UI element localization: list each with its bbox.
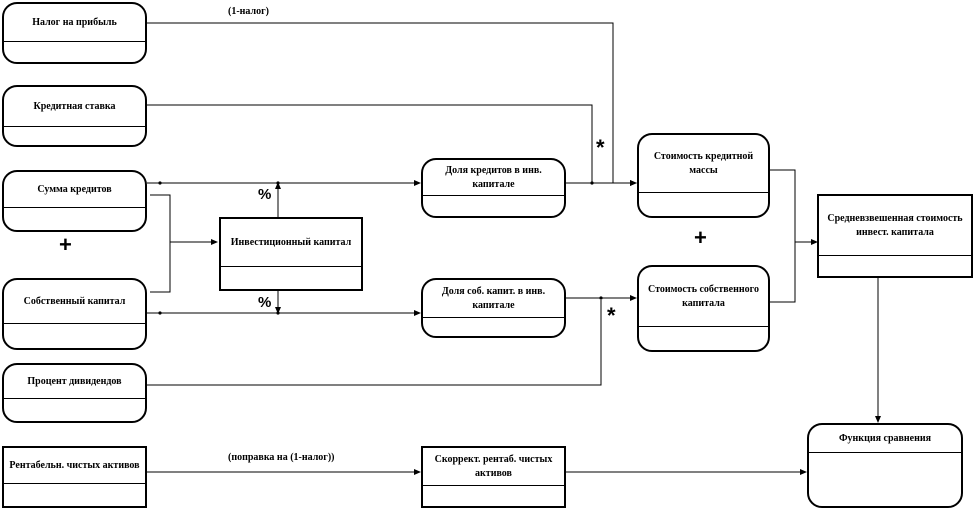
edge-sum-collect (150, 194, 171, 293)
percent-operator: % (258, 294, 272, 311)
node-credit-cost-label: Стоимость кредитной массы (639, 135, 768, 193)
node-profit-tax[interactable]: Налог на прибыль (2, 2, 147, 64)
junction-dot (599, 296, 603, 300)
node-credit-share-label: Доля кредитов в инв. капитале (423, 160, 564, 196)
node-credit-sum[interactable]: Сумма кредитов (2, 170, 147, 232)
node-adjusted-return[interactable]: Скоррект. рентаб. чистых активов (421, 446, 566, 508)
node-wacc[interactable]: Средневзвешенная стоимость инвест. капит… (817, 194, 973, 278)
node-credit-cost[interactable]: Стоимость кредитной массы (637, 133, 770, 218)
junction-dot (276, 181, 280, 185)
node-credit-rate[interactable]: Кредитная ставка (2, 85, 147, 147)
percent-operator: % (258, 186, 272, 203)
plus-operator: + (59, 232, 72, 257)
node-credit-share[interactable]: Доля кредитов в инв. капитале (421, 158, 566, 218)
node-own-share[interactable]: Доля соб. капит. в инв. капитале (421, 278, 566, 338)
node-compare-fn-label: Функция сравнения (809, 425, 961, 453)
node-dividend-pct-label: Процент дивидендов (4, 365, 145, 399)
node-compare-fn[interactable]: Функция сравнения (807, 423, 963, 508)
plus-operator: + (694, 225, 707, 250)
node-own-capital[interactable]: Собственный капитал (2, 278, 147, 350)
node-credit-rate-label: Кредитная ставка (4, 87, 145, 127)
node-invested-capital[interactable]: Инвестиционный капитал (219, 217, 363, 291)
multiply-operator: * (596, 135, 605, 160)
node-own-capital-label: Собственный капитал (4, 280, 145, 324)
multiply-operator: * (607, 303, 616, 328)
node-credit-sum-label: Сумма кредитов (4, 172, 145, 208)
junction-dot (158, 311, 162, 315)
node-invested-capital-label: Инвестиционный капитал (221, 219, 361, 267)
node-own-cost-label: Стоимость собственного капитала (639, 267, 768, 327)
node-wacc-label: Средневзвешенная стоимость инвест. капит… (819, 196, 971, 256)
node-own-cost[interactable]: Стоимость собственного капитала (637, 265, 770, 352)
edge-label-tax-correction: (поправка на (1-налог)) (228, 452, 335, 463)
node-net-asset-return-label: Рентабельн. чистых активов (4, 448, 145, 484)
node-dividend-pct[interactable]: Процент дивидендов (2, 363, 147, 423)
junction-dot (158, 181, 162, 185)
edge-dividend-to-own-cost (147, 313, 602, 386)
edge-costs-collect (770, 169, 796, 303)
node-adjusted-return-label: Скоррект. рентаб. чистых активов (423, 448, 564, 486)
edge-tax-to-credit-cost (147, 22, 637, 186)
edge-rate-to-credit-cost (147, 104, 593, 183)
node-own-share-label: Доля соб. капит. в инв. капитале (423, 280, 564, 318)
junction-dot (590, 181, 594, 185)
node-profit-tax-label: Налог на прибыль (4, 4, 145, 42)
node-net-asset-return[interactable]: Рентабельн. чистых активов (2, 446, 147, 508)
junction-dot (276, 311, 280, 315)
edge-label-tax-factor: (1-налог) (228, 6, 269, 17)
